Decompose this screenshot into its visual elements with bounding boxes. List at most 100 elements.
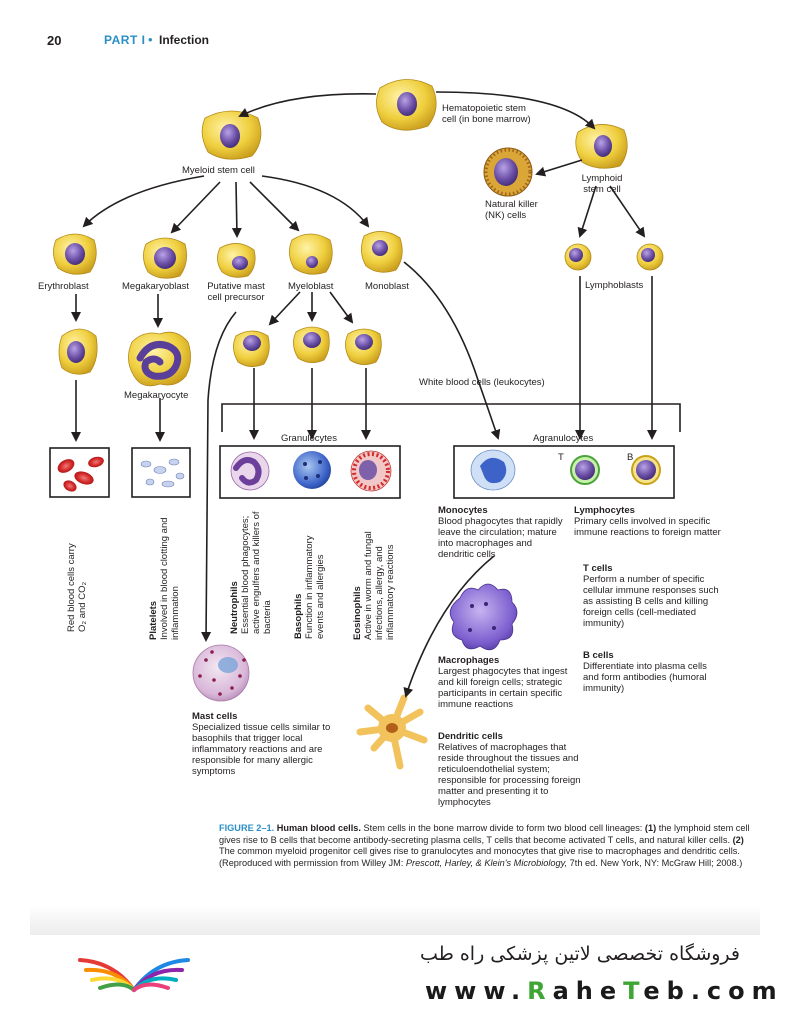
b-marker-label: B (627, 452, 634, 463)
myeloblast-cell-icon (289, 233, 333, 275)
connector-arrows (71, 91, 681, 698)
agranulocytes-label: Agranulocytes (533, 433, 594, 444)
neutrophils-title: Neutrophils (229, 581, 240, 634)
footer-band (0, 935, 789, 1010)
proerythrocyte-cell-icon (58, 328, 98, 375)
basophil-cell-icon (293, 451, 331, 489)
megakaryocyte-cell-icon (128, 331, 191, 387)
monoblast-cell-icon (361, 231, 403, 273)
caption-text-4: 7th ed. New York, NY: McGraw Hill; 2008.… (569, 857, 743, 868)
figure-number: FIGURE 2–1. (219, 823, 275, 833)
wbc-label: White blood cells (leukocytes) (419, 377, 545, 388)
monocytes-title: Monocytes (438, 505, 488, 516)
dendritic-cell-icon (356, 694, 428, 770)
monocyte-cell-icon (470, 449, 516, 491)
caption-book-title: Prescott, Harley, & Klein's Microbiology… (405, 857, 568, 868)
t-cells-text: Perform a number of specific cellular im… (583, 574, 719, 629)
nk-cells-label: Natural killer (NK) cells (485, 199, 538, 221)
mast-cell-icon (192, 644, 250, 702)
hsc-cell-icon (376, 79, 437, 131)
rbc-description: Red blood cells carry O₂ and CO₂ (66, 532, 88, 632)
b-cells-title: B cells (583, 650, 614, 661)
putative-mast-precursor-cell-icon (217, 243, 256, 278)
myeloblast-label: Myeloblast (288, 281, 334, 292)
lymphocytes-text: Primary cells involved in specific immun… (574, 516, 721, 538)
page-number: 20 (47, 33, 62, 48)
chapter-title: Infection (159, 33, 209, 47)
site-letter-t: T (623, 977, 644, 1005)
caption-text-3: The common myeloid progenitor cell gives… (219, 846, 740, 868)
t-cells-title: T cells (583, 563, 613, 574)
lymphocytes-description: Lymphocytes Primary cells involved in sp… (574, 505, 724, 538)
mast-cells-description: Mast cells Specialized tissue cells simi… (192, 711, 332, 777)
lymphoblast-right-cell-icon (636, 243, 664, 271)
header-bullet: • (148, 32, 153, 47)
eosinophils-description: Eosinophils Active in worm and fungal in… (352, 505, 396, 640)
monocytes-text: Blood phagocytes that rapidly leave the … (438, 516, 563, 560)
mast-cells-text: Specialized tissue cells similar to baso… (192, 722, 331, 777)
neutrophils-description: Neutrophils Essential blood phagocytes; … (229, 504, 273, 634)
dendritic-cells-title: Dendritic cells (438, 731, 503, 742)
macrophage-cell-icon (449, 583, 518, 651)
neutrophils-text: Essential blood phagocytes; active engul… (240, 511, 273, 634)
figure-title: Human blood cells. (276, 823, 361, 833)
t-cells-description: T cells Perform a number of specific cel… (583, 563, 723, 629)
monocytes-description: Monocytes Blood phagocytes that rapidly … (438, 505, 568, 560)
promyelocyte-middle-cell-icon (293, 326, 330, 363)
site-part-eb: eb (643, 977, 691, 1005)
website-url[interactable]: www.RaheTeb.com (425, 977, 784, 1005)
page-shadow (30, 905, 760, 935)
t-marker-label: T (558, 452, 564, 463)
lymphoid-stem-cell-icon (575, 124, 628, 169)
basophils-text: Function in inflammatory events and alle… (304, 535, 326, 639)
nk-cell-icon (483, 147, 533, 197)
putative-mast-precursor-label: Putative mast cell precursor (207, 281, 265, 303)
lymphoid-stem-cell-label: Lymphoid stem cell (581, 173, 623, 195)
megakaryoblast-cell-icon (143, 237, 188, 279)
site-suffix: .com (690, 977, 784, 1005)
promyelocyte-left-cell-icon (233, 330, 270, 367)
macrophages-text: Largest phagocytes that ingest and kill … (438, 666, 568, 710)
site-letter-r: R (527, 977, 553, 1005)
neutrophil-cell-icon (230, 451, 270, 491)
myeloid-stem-cell-icon (201, 110, 262, 160)
granulocytes-label: Granulocytes (281, 433, 337, 444)
macrophages-title: Macrophages (438, 655, 500, 666)
eosinophils-title: Eosinophils (352, 586, 363, 640)
caption-text-2: the lymphoid stem cell gives rise to B c… (219, 823, 750, 845)
platelets-title: Platelets (148, 600, 159, 640)
hsc-label: Hematopoietic stem cell (in bone marrow) (442, 103, 531, 125)
platelets-icon (140, 458, 185, 488)
blood-cell-diagram: Granulocytes (49, 79, 681, 770)
basophils-description: Basophils Function in inflammatory event… (293, 509, 326, 639)
promyelocyte-right-cell-icon (345, 328, 382, 365)
monoblast-label: Monoblast (365, 281, 409, 292)
caption-text-1: Stem cells in the bone marrow divide to … (363, 823, 643, 833)
dendritic-cells-description: Dendritic cells Relatives of macrophages… (438, 731, 588, 808)
eosinophils-text: Active in worm and fungal infections, al… (363, 531, 396, 640)
platelets-text: Involved in blood clotting and inflammat… (159, 517, 181, 640)
rbc-text: Red blood cells carry O₂ and CO₂ (66, 543, 88, 632)
myeloid-stem-cell-label: Myeloid stem cell (182, 165, 255, 176)
shop-name: فروشگاه تخصصی لاتین پزشکی راه طب (420, 943, 740, 965)
basophils-title: Basophils (293, 593, 304, 639)
lymphoblast-left-cell-icon (564, 243, 592, 271)
dendritic-cells-text: Relatives of macrophages that reside thr… (438, 742, 581, 808)
macrophages-description: Macrophages Largest phagocytes that inge… (438, 655, 578, 710)
megakaryocyte-label: Megakaryocyte (124, 390, 189, 401)
eosinophil-cell-icon (350, 450, 392, 492)
caption-marker-1: (1) (644, 823, 657, 833)
b-cells-text: Differentiate into plasma cells and form… (583, 661, 707, 694)
erythroblast-cell-icon (53, 233, 97, 275)
lymphocytes-title: Lymphocytes (574, 505, 635, 516)
t-cell-icon (570, 455, 600, 485)
lymphoblasts-label: Lymphoblasts (585, 280, 644, 291)
mast-cells-title: Mast cells (192, 711, 238, 722)
erythroblast-label: Erythroblast (38, 281, 89, 292)
b-cells-description: B cells Differentiate into plasma cells … (583, 650, 723, 694)
site-part-ahe: ahe (552, 977, 624, 1005)
book-rainbow-logo-icon (78, 958, 190, 992)
part-label: PART I (104, 33, 146, 47)
figure-caption: FIGURE 2–1. Human blood cells. Stem cell… (219, 823, 751, 869)
platelets-description: Platelets Involved in blood clotting and… (148, 515, 181, 640)
